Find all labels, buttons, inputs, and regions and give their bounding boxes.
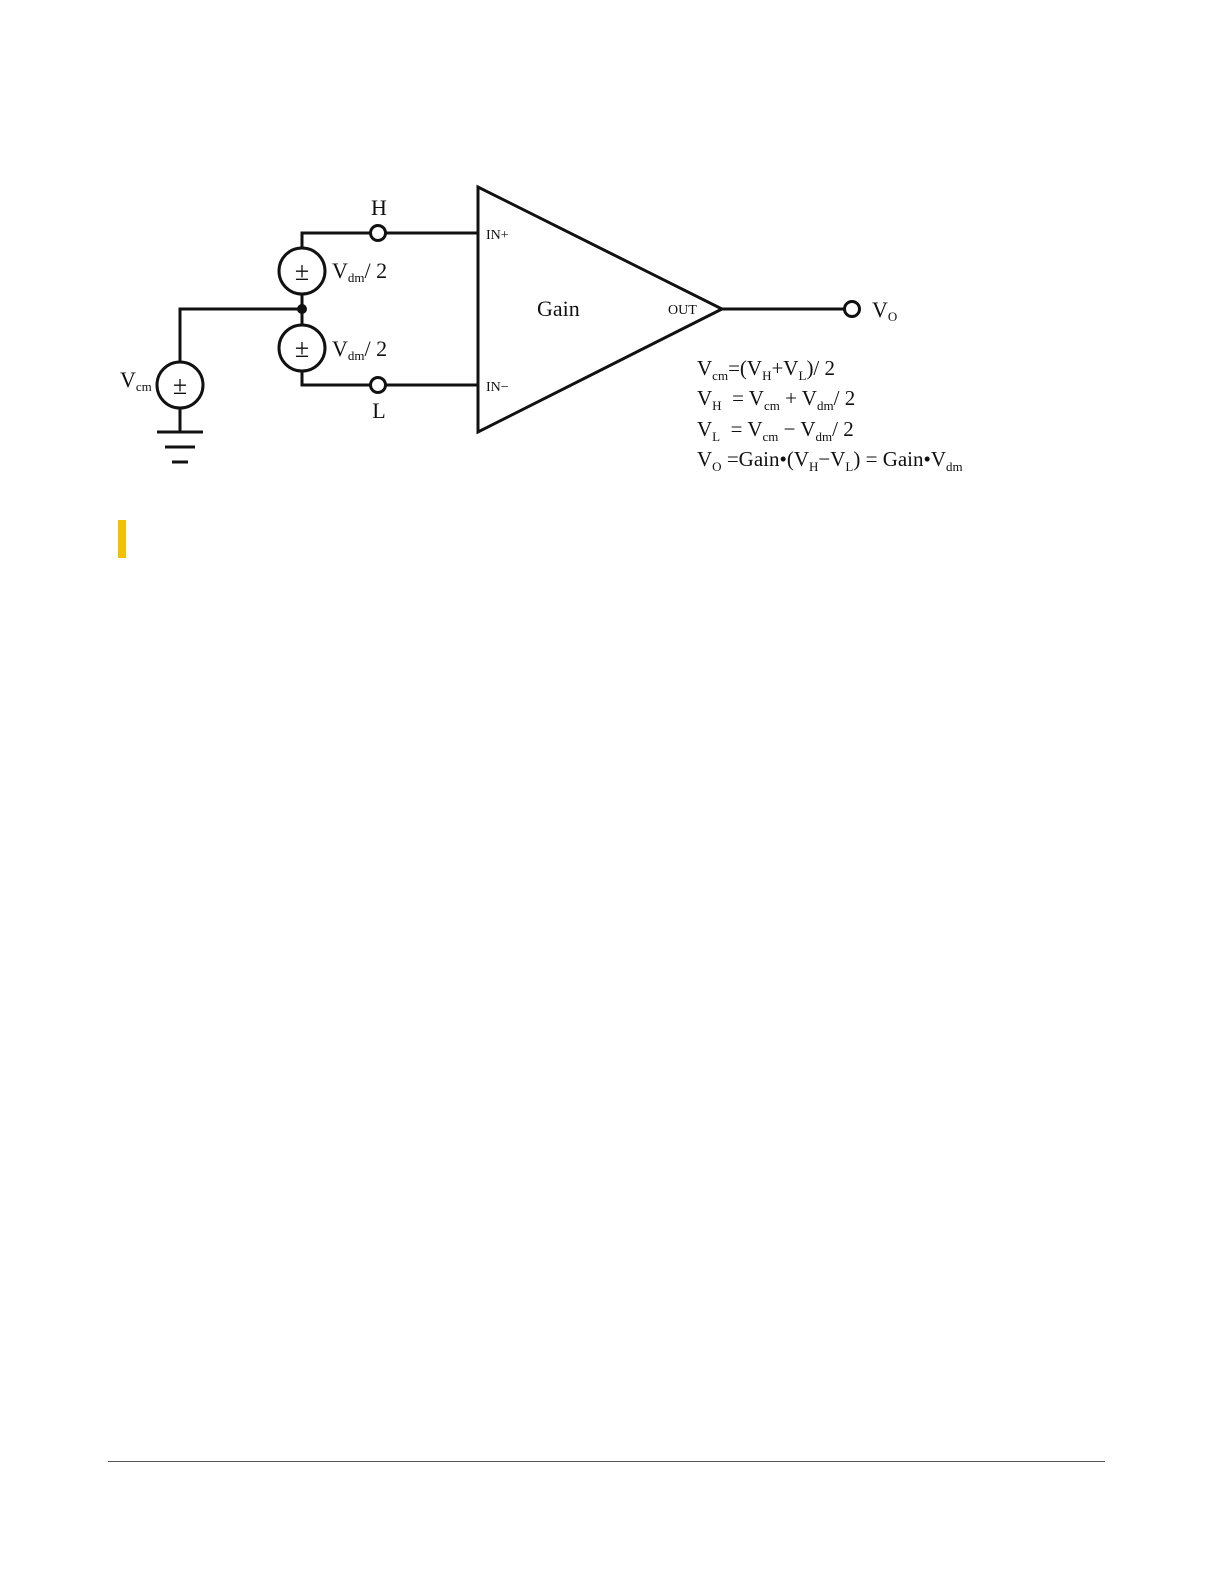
vdm-top-tail: / 2: [365, 258, 388, 283]
wire-top-source: [302, 233, 371, 248]
vdm-bottom-sub: dm: [348, 348, 365, 363]
source-symbol: ±: [173, 371, 187, 400]
vdm-top-main: V: [332, 258, 348, 283]
equation-part: V: [697, 386, 712, 410]
source-symbol: ±: [295, 257, 309, 286]
equation-part: = V: [720, 417, 762, 441]
equation-part: H: [712, 398, 721, 413]
footer-rule: [108, 1461, 1105, 1462]
vo-label: VO: [872, 297, 897, 324]
equation-part: cm: [764, 398, 780, 413]
vo-label-sub: O: [888, 309, 897, 324]
vo-label-main: V: [872, 297, 888, 322]
equation-part: dm: [817, 398, 834, 413]
equation-vh: VH = Vcm + Vdm/ 2: [697, 386, 855, 413]
equation-part: + V: [780, 386, 817, 410]
source-vdm-top: ±: [279, 248, 325, 294]
node-label-h: H: [371, 195, 387, 220]
equation-part: cm: [763, 429, 779, 444]
output-label: OUT: [668, 303, 697, 318]
node-label-l: L: [372, 398, 385, 423]
source-vdm-bottom: ±: [279, 325, 325, 371]
equation-part: V: [697, 356, 712, 380]
equation-vo: VO =Gain•(VH−VL) = Gain•Vdm: [697, 447, 963, 474]
vcm-label-sub: cm: [136, 379, 152, 394]
equation-part: = V: [722, 386, 764, 410]
equation-part: / 2: [832, 417, 854, 441]
equation-vl: VL = Vcm − Vdm/ 2: [697, 417, 854, 444]
equation-part: +V: [771, 356, 798, 380]
ground-symbol: [157, 432, 203, 462]
source-vcm: ±: [157, 362, 203, 408]
equation-part: −V: [818, 447, 845, 471]
vdm-top-label: Vdm/ 2: [332, 258, 387, 285]
equation-part: )/ 2: [806, 356, 835, 380]
input-label-plus: IN+: [486, 228, 509, 243]
source-symbol: ±: [295, 334, 309, 363]
vdm-bottom-main: V: [332, 336, 348, 361]
equation-part: L: [845, 459, 853, 474]
equation-part: − V: [778, 417, 815, 441]
terminal-l: [371, 378, 386, 393]
equation-block: Vcm=(VH+VL)/ 2 VH = Vcm + Vdm/ 2 VL = Vc…: [697, 356, 963, 474]
equation-part: L: [712, 429, 720, 444]
equation-part: H: [762, 368, 771, 383]
vdm-bottom-label: Vdm/ 2: [332, 336, 387, 363]
equation-part: V: [697, 447, 712, 471]
equation-part: ) = Gain•V: [853, 447, 946, 471]
accent-bar: [118, 520, 126, 558]
junction-dot: [297, 304, 307, 314]
vcm-label: Vcm: [120, 367, 152, 394]
equation-part: / 2: [834, 386, 856, 410]
terminal-vo: [845, 302, 860, 317]
vdm-top-sub: dm: [348, 270, 365, 285]
equation-part: =Gain•(V: [722, 447, 809, 471]
equation-part: V: [697, 417, 712, 441]
vdm-bottom-tail: / 2: [365, 336, 388, 361]
equation-part: cm: [712, 368, 728, 383]
equation-part: =(V: [728, 356, 762, 380]
equation-part: dm: [816, 429, 833, 444]
vcm-label-main: V: [120, 367, 136, 392]
equation-part: L: [798, 368, 806, 383]
equation-vcm: Vcm=(VH+VL)/ 2: [697, 356, 835, 383]
equation-part: dm: [946, 459, 963, 474]
input-label-minus: IN−: [486, 380, 509, 395]
gain-label: Gain: [537, 296, 580, 321]
wire-bottom-source: [302, 371, 371, 385]
equation-part: H: [809, 459, 818, 474]
equation-part: O: [712, 459, 721, 474]
terminal-h: [371, 226, 386, 241]
